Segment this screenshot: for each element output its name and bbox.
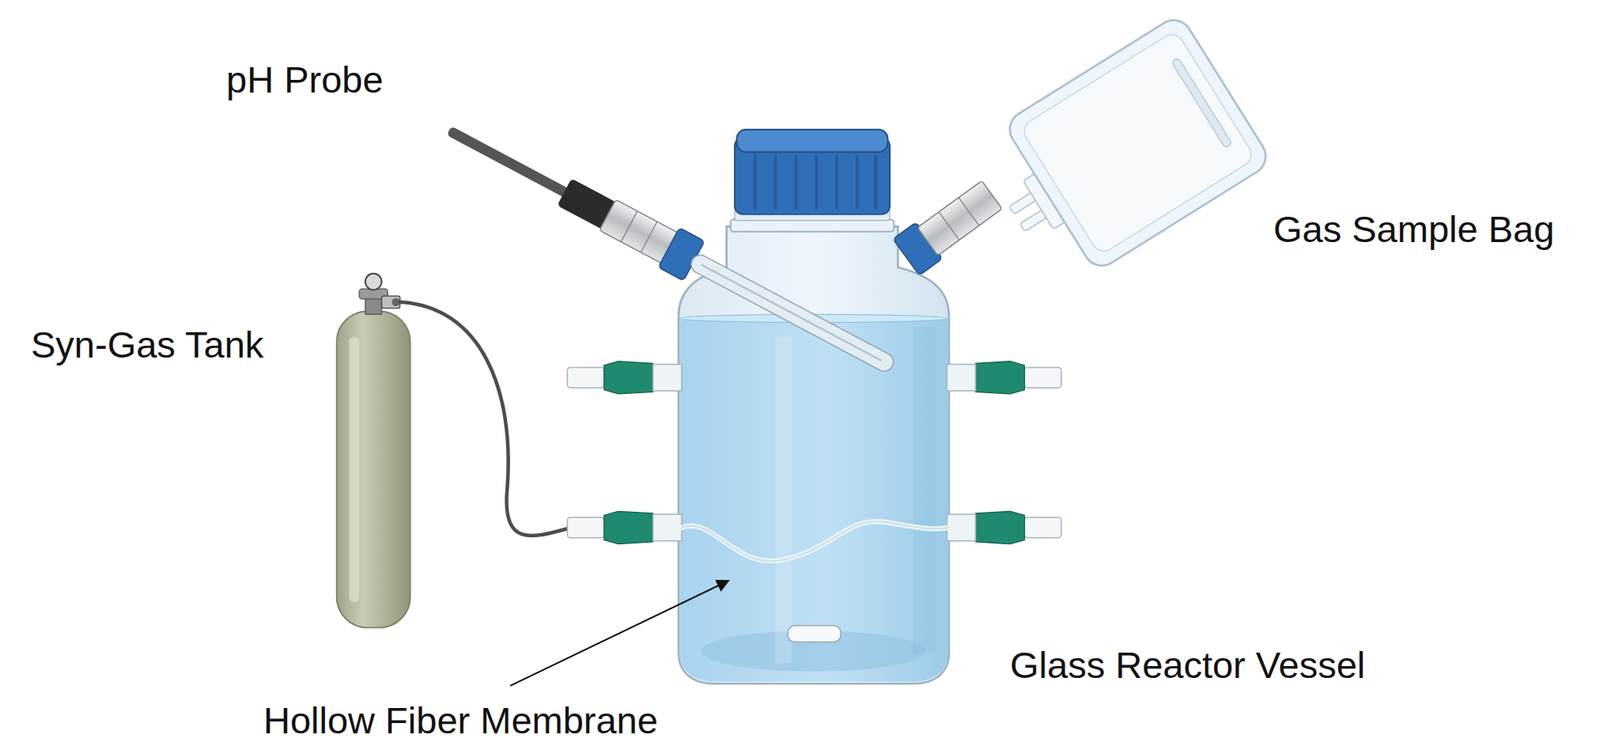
side-port — [946, 361, 1062, 394]
side-port — [946, 510, 1062, 544]
bottle-cap — [734, 129, 890, 215]
part-label: Glass Reactor Vessel — [1009, 646, 1366, 685]
gas-sample-bag — [970, 13, 1273, 294]
gas-port — [892, 176, 1006, 276]
glass-reactor-vessel — [678, 210, 950, 685]
part-label: Gas Sample Bag — [1273, 210, 1555, 249]
side-port — [567, 510, 682, 544]
side-port — [567, 361, 682, 394]
part-label: pH Probe — [226, 60, 384, 99]
leader-line — [510, 580, 729, 686]
hollow-fiber — [681, 521, 950, 561]
ph-probe — [438, 110, 903, 386]
gas-hose — [400, 302, 568, 536]
stir-bar — [787, 625, 841, 643]
syngas-tank — [336, 273, 411, 628]
part-label: Syn-Gas Tank — [30, 325, 264, 364]
part-label: Hollow Fiber Membrane — [263, 701, 659, 740]
